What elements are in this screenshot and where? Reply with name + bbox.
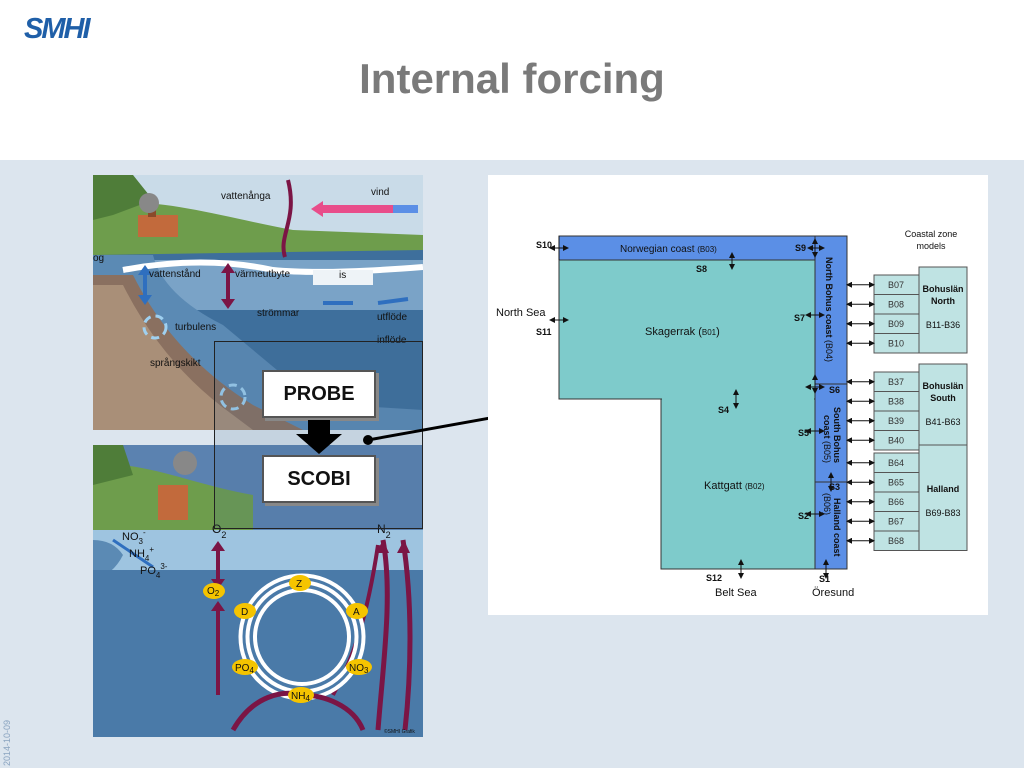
kattegatt-label: Kattgatt (B02)	[704, 480, 765, 492]
svg-text:PO43-: PO43-	[140, 562, 168, 580]
coastal-box-label: B07	[888, 280, 904, 290]
a-node	[346, 603, 368, 619]
d-node	[234, 603, 256, 619]
svg-text:S5: S5	[798, 428, 809, 438]
coastal-group-name: Halland	[927, 484, 960, 494]
oresund-label: Öresund	[812, 587, 854, 599]
og-label: og	[93, 253, 104, 264]
svg-text:S4: S4	[718, 405, 729, 415]
coastal-title-2: models	[916, 241, 946, 251]
probe-to-scobi-arrow	[296, 420, 342, 454]
coastal-box-label: B67	[888, 517, 904, 527]
coastal-group-name: Bohuslän	[922, 381, 963, 391]
coastal-box-label: B09	[888, 319, 904, 329]
scobi-label: SCOBI	[287, 467, 351, 490]
turbulens-label: turbulens	[175, 322, 216, 333]
svg-text:NH4+: NH4+	[129, 545, 154, 563]
coastal-group-name: Bohuslän	[922, 284, 963, 294]
svg-text:S12: S12	[706, 573, 722, 583]
coastal-box-label: B37	[888, 377, 904, 387]
z-node	[289, 575, 311, 591]
svg-text:Z: Z	[296, 579, 302, 590]
coastal-group-range: B11-B36	[926, 320, 960, 330]
belt-sea-label: Belt Sea	[715, 587, 757, 599]
coastal-box-label: B65	[888, 478, 904, 488]
coastal-group-name-2: South	[930, 393, 956, 403]
basin-diagram: Norwegian coast (B03) Skagerrak (B01) Ka…	[488, 175, 988, 615]
smhi-logo: SMHI	[24, 13, 90, 45]
sprangskikt-label: språngskikt	[150, 357, 201, 369]
norwegian-coast-label: Norwegian coast (B03)	[620, 244, 717, 255]
coastal-title-1: Coastal zone	[905, 229, 958, 239]
po4-node	[232, 659, 258, 675]
vattenstand-label: vattenstånd	[149, 268, 201, 280]
credit-label: ©SMHI Grafik	[384, 728, 415, 735]
is-label: is	[339, 270, 346, 281]
svg-text:S7: S7	[794, 313, 805, 323]
scobi-model-box: SCOBI	[262, 455, 376, 503]
probe-label: PROBE	[283, 382, 355, 405]
coastal-group-box	[918, 444, 968, 551]
vind-label: vind	[371, 187, 389, 198]
coastal-group-box	[918, 363, 968, 451]
svg-text:O2: O2	[207, 586, 220, 598]
physics-illustration-svg: vattenånga vind og vattenstånd värmeutby…	[93, 175, 423, 430]
basin-diagram-svg: Norwegian coast (B03) Skagerrak (B01) Ka…	[496, 229, 968, 599]
coastal-group-name-2: North	[931, 296, 955, 306]
svg-text:NO3: NO3	[349, 663, 369, 675]
coastal-box-label: B64	[888, 458, 904, 468]
slide-title: Internal forcing	[359, 55, 665, 102]
kattegatt-basin	[660, 398, 816, 570]
svg-text:D: D	[241, 607, 248, 618]
coastal-box-label: B38	[888, 397, 904, 407]
svg-text:S8: S8	[696, 264, 707, 274]
coastal-box-label: B10	[888, 339, 904, 349]
svg-text:PO4: PO4	[235, 663, 254, 675]
nh4-node	[288, 687, 314, 703]
coastal-box-label: B39	[888, 416, 904, 426]
halland-basin	[814, 481, 848, 570]
coastal-box-label: B66	[888, 497, 904, 507]
svg-text:O2: O2	[212, 522, 226, 540]
skagerrak-label: Skagerrak (B01)	[645, 326, 720, 338]
halland-label: Halland coast	[832, 498, 842, 557]
coastal-box-label: B40	[888, 436, 904, 446]
coastal-group-range: B41-B63	[925, 417, 960, 427]
coastal-model-groups: B07B08B09B10BohuslänNorthB11-B36B37B38B3…	[846, 266, 968, 551]
svg-text:(B06): (B06)	[822, 493, 832, 515]
svg-text:S9: S9	[795, 243, 806, 253]
inflode-label: inflöde	[377, 335, 407, 346]
coastal-group-range: B69-B83	[925, 508, 960, 518]
svg-text:S6: S6	[829, 385, 840, 395]
skagerrak-basin	[558, 259, 816, 400]
svg-text:S2: S2	[798, 511, 809, 521]
svg-text:A: A	[353, 607, 360, 618]
o2-cycle-node	[203, 583, 225, 599]
coastal-box-label: B68	[888, 536, 904, 546]
north-bohus-label: North Bohus coast (B04)	[824, 257, 834, 362]
coastal-box-label: B08	[888, 300, 904, 310]
svg-text:coast (B05): coast (B05)	[822, 415, 832, 463]
north-sea-label: North Sea	[496, 307, 546, 319]
vattenanga-label: vattenånga	[221, 190, 271, 202]
physics-illustration: vattenånga vind og vattenstånd värmeutby…	[93, 175, 423, 430]
strommar-label: strömmar	[257, 308, 300, 319]
utflode-label: utflöde	[377, 312, 407, 323]
varmeutbyte-label: värmeutbyte	[235, 269, 290, 280]
svg-text:S1: S1	[819, 574, 830, 584]
svg-text:NO3-: NO3-	[122, 528, 146, 546]
north-bohus-basin	[814, 235, 848, 385]
svg-text:S10: S10	[536, 240, 552, 250]
svg-text:S11: S11	[536, 327, 552, 337]
south-bohus-label: South Bohus	[832, 407, 842, 463]
svg-text:N2: N2	[377, 522, 391, 540]
coastal-group-box	[918, 266, 968, 354]
no3-node	[346, 659, 372, 675]
svg-text:NH4: NH4	[291, 691, 310, 703]
svg-text:S3: S3	[829, 482, 840, 492]
probe-model-box: PROBE	[262, 370, 376, 418]
slide-date: 2014-10-09	[2, 719, 12, 766]
